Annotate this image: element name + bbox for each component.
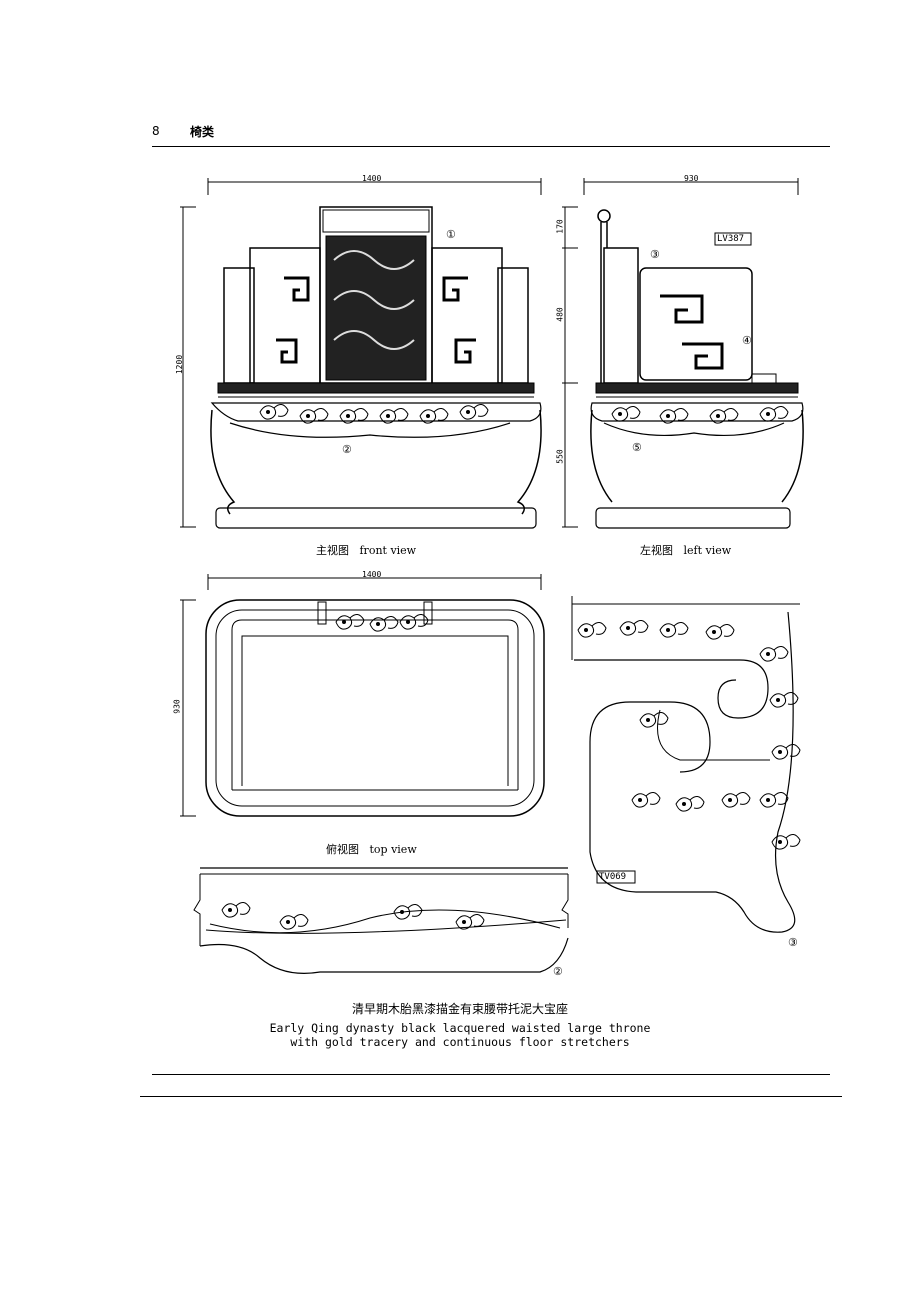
top-view [180, 574, 545, 817]
callout-3-detail: ③ [788, 936, 798, 949]
callout-4: ④ [742, 334, 752, 347]
page-number: 8 [152, 124, 160, 138]
detail-3-flowers [577, 619, 801, 850]
detail-2 [193, 867, 636, 974]
left-dim-550: 550 [555, 449, 565, 464]
left-dim-170: 170 [555, 219, 565, 234]
top-carving-flowers [335, 613, 429, 632]
callout-2-front: ② [342, 443, 352, 456]
front-view [180, 178, 542, 529]
left-dim-480: 480 [555, 307, 565, 322]
footer-rule [152, 1074, 830, 1075]
code-tv069: TV069 [599, 872, 627, 882]
top-height-dim: 930 [172, 699, 182, 714]
front-height-dim: 1200 [175, 354, 185, 375]
page-bottom-rule [140, 1096, 842, 1097]
top-view-caption: 俯视图 top view [326, 843, 417, 856]
callout-5: ⑤ [632, 441, 642, 454]
left-width-dim: 930 [684, 174, 699, 183]
title-english-line2: with gold tracery and continuous floor s… [290, 1035, 630, 1049]
callout-2-detail: ② [553, 965, 563, 978]
callout-1: ① [446, 228, 456, 241]
title-chinese: 清早期木胎黑漆描金有束腰带托泥大宝座 [351, 1002, 568, 1016]
top-width-dim: 1400 [362, 570, 382, 579]
callout-3-left: ③ [650, 248, 660, 261]
title-english-line1: Early Qing dynasty black lacquered waist… [269, 1021, 651, 1035]
code-lv387: LV387 [717, 234, 745, 244]
left-view-caption: 左视图 left view [640, 544, 732, 557]
front-carving-flowers [259, 403, 489, 424]
front-width-dim: 1400 [362, 174, 382, 183]
title-english: Early Qing dynasty black lacquered waist… [0, 1021, 920, 1049]
section-title: 椅类 [190, 125, 215, 139]
left-view [562, 178, 804, 529]
detail-3 [571, 596, 800, 933]
header-rule [152, 146, 830, 147]
front-view-caption: 主视图 front view [316, 544, 417, 557]
detail-2-flowers [209, 901, 561, 934]
